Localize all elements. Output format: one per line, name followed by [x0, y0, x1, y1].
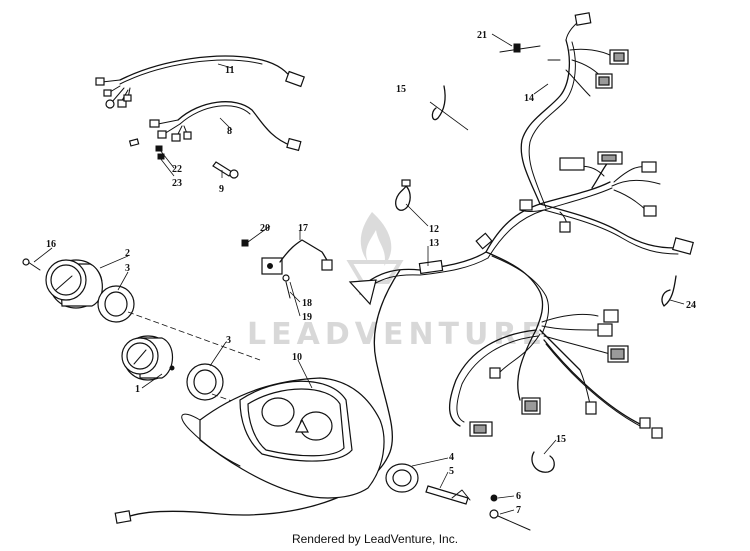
- callout-14: 14: [524, 93, 534, 104]
- callout-17: 17: [298, 223, 308, 234]
- callout-2: 2: [125, 248, 130, 259]
- callout-24: 24: [686, 300, 696, 311]
- callout-8: 8: [227, 126, 232, 137]
- callout-21: 21: [477, 30, 487, 41]
- leadventure-watermark: LEADVENTURE: [247, 212, 547, 352]
- callout-10: 10: [292, 352, 302, 363]
- callout-6: 6: [516, 491, 521, 502]
- harness-item-11: [95, 55, 305, 109]
- dash-panel-item-10: [181, 377, 385, 499]
- retainer-clip-item-15-upper: [429, 85, 469, 131]
- callout-15-upper: 15: [396, 84, 406, 95]
- terminals-22-23: [128, 138, 165, 160]
- callout-1: 1: [135, 384, 140, 395]
- callout-20: 20: [260, 223, 270, 234]
- callout-leaders: [33, 33, 685, 515]
- callout-7: 7: [516, 505, 521, 516]
- callout-11: 11: [225, 65, 234, 76]
- gauge-assembly-item-2: [22, 258, 135, 323]
- render-credit: Rendered by LeadVenture, Inc.: [291, 532, 459, 546]
- callout-19: 19: [302, 312, 312, 323]
- retainer-clip-item-24: [661, 275, 677, 307]
- callout-22: 22: [172, 164, 182, 175]
- callout-3-upper: 3: [125, 263, 130, 274]
- callout-15-lower: 15: [556, 434, 566, 445]
- flame-logo-icon: [346, 212, 404, 284]
- main-harness-item-13: [114, 12, 694, 524]
- callout-18: 18: [302, 298, 312, 309]
- callout-16: 16: [46, 239, 56, 250]
- bulb-item-9: [212, 161, 239, 179]
- watermark-brand-text: LEADVENTURE: [247, 317, 547, 352]
- fuel-gauge-parts-items-4-7: [385, 463, 531, 531]
- callout-13: 13: [429, 238, 439, 249]
- bracket-items-17-20: [241, 239, 333, 299]
- callout-3-lower: 3: [226, 335, 231, 346]
- callout-5: 5: [449, 466, 454, 477]
- gauge-assembly-item-1: [121, 335, 224, 401]
- wire-clip-item-12: [395, 179, 411, 211]
- callout-4: 4: [449, 452, 454, 463]
- harness-item-8: [149, 101, 302, 152]
- callout-9: 9: [219, 184, 224, 195]
- callout-numbers: 11 8 9 22 23 15 21 14 12 13 20 17 18 19 …: [46, 30, 696, 516]
- callout-23: 23: [172, 178, 182, 189]
- callout-12: 12: [429, 224, 439, 235]
- retainer-ring-item-15-lower: [531, 451, 555, 473]
